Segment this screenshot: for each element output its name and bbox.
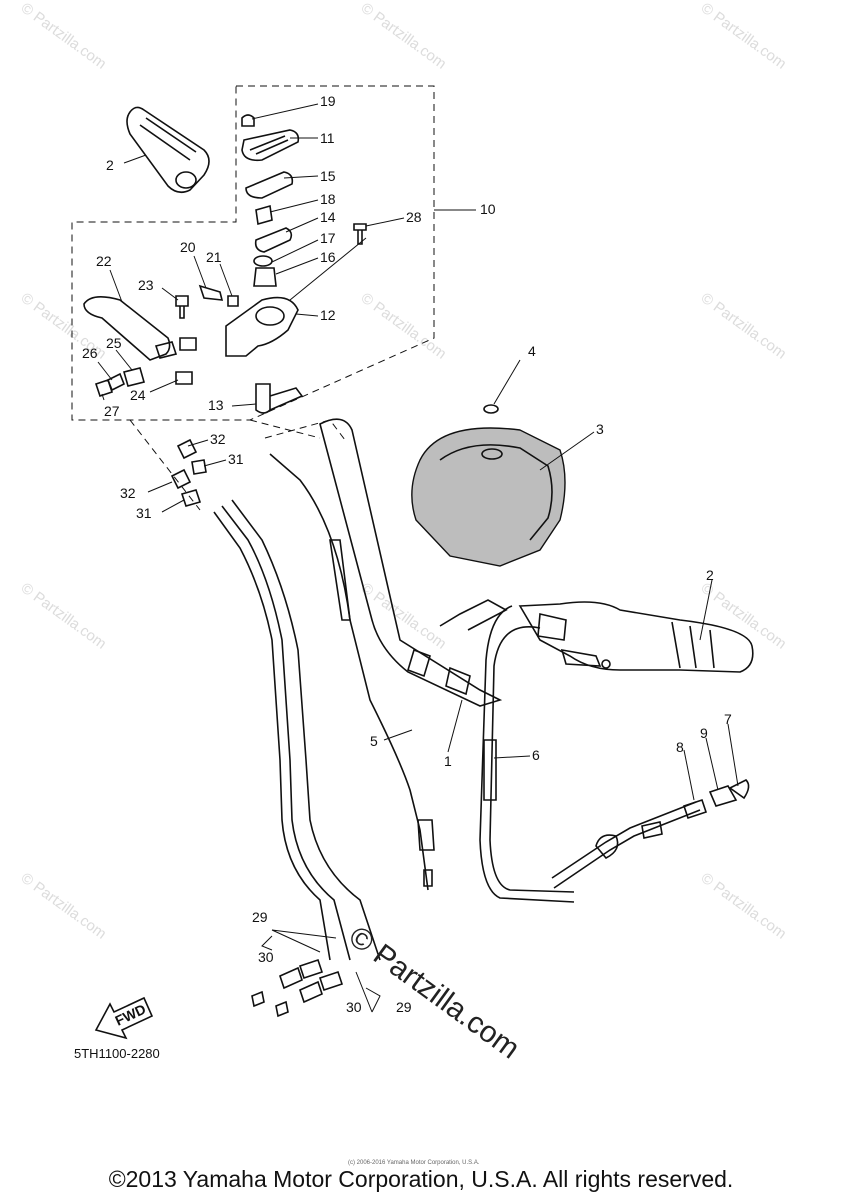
control-cables	[213, 453, 435, 961]
small-print: (c) 2006-2016 Yamaha Motor Corporation, …	[348, 1160, 480, 1166]
callout-labels: 19 11 2 15 18 14 28 10 17 16 22 20 21 23…	[82, 93, 732, 1015]
callout-28: 28	[406, 209, 422, 225]
callout-32: 32	[210, 431, 226, 447]
watermark-text: © Partzilla.com	[358, 0, 450, 73]
callout-27: 27	[104, 403, 120, 419]
forward-arrow: FWD	[94, 996, 154, 1040]
callout-18: 18	[320, 191, 336, 207]
callout-25: 25	[106, 335, 122, 351]
brake-lever-assembly	[83, 284, 304, 414]
callout-4: 4	[528, 343, 536, 359]
fwd-label: FWD	[113, 1001, 149, 1029]
watermark-text: © Partzilla.com	[698, 869, 790, 942]
watermark-layer: © Partzilla.com © Partzilla.com © Partzi…	[18, 0, 790, 943]
callout-7: 7	[724, 711, 732, 727]
callout-3: 3	[596, 421, 604, 437]
callout-29b: 29	[396, 999, 412, 1015]
callout-15: 15	[320, 168, 336, 184]
callout-2: 2	[106, 157, 114, 173]
left-grip	[126, 106, 210, 194]
handlebar	[319, 418, 508, 707]
callout-2b: 2	[706, 567, 714, 583]
callout-31: 31	[228, 451, 244, 467]
callout-23: 23	[138, 277, 154, 293]
callout-11: 11	[320, 130, 335, 146]
callout-14: 14	[320, 209, 336, 225]
assembly-outline	[71, 85, 476, 511]
watermark-text: © Partzilla.com	[698, 0, 790, 73]
watermark-text: © Partzilla.com	[18, 0, 110, 73]
callout-17: 17	[320, 230, 336, 246]
leader-lines	[97, 103, 739, 801]
callout-30b: 30	[346, 999, 362, 1015]
callout-1: 1	[444, 753, 452, 769]
watermark-text: © Partzilla.com	[18, 869, 110, 942]
handlebar-cover	[411, 404, 566, 567]
choke-cable-assembly	[479, 605, 750, 903]
callout-29: 29	[252, 909, 268, 925]
watermark-text: © Partzilla.com	[698, 289, 790, 362]
cable-end-fittings	[251, 929, 381, 1018]
callout-32b: 32	[120, 485, 136, 501]
callout-6: 6	[532, 747, 540, 763]
callout-13: 13	[208, 397, 224, 413]
drawing-code: 5TH1100-2280	[74, 1046, 160, 1061]
copyright-notice: ©2013 Yamaha Motor Corporation, U.S.A. A…	[108, 1166, 734, 1192]
right-grip-assembly	[518, 601, 754, 673]
callout-9: 9	[700, 725, 708, 741]
callout-24: 24	[130, 387, 146, 403]
callout-31b: 31	[136, 505, 152, 521]
callout-8: 8	[676, 739, 684, 755]
callout-19: 19	[320, 93, 336, 109]
callout-21: 21	[206, 249, 222, 265]
callout-30: 30	[258, 949, 274, 965]
callout-26: 26	[82, 345, 98, 361]
cable-adjusters	[170, 438, 207, 507]
callout-16: 16	[320, 249, 336, 265]
callout-10: 10	[480, 201, 496, 217]
callout-5: 5	[370, 733, 378, 749]
watermark-text: © Partzilla.com	[18, 579, 110, 652]
throttle-housing-cover-parts	[241, 114, 367, 287]
callout-12: 12	[320, 307, 336, 323]
callout-20: 20	[180, 239, 196, 255]
callout-22: 22	[96, 253, 112, 269]
